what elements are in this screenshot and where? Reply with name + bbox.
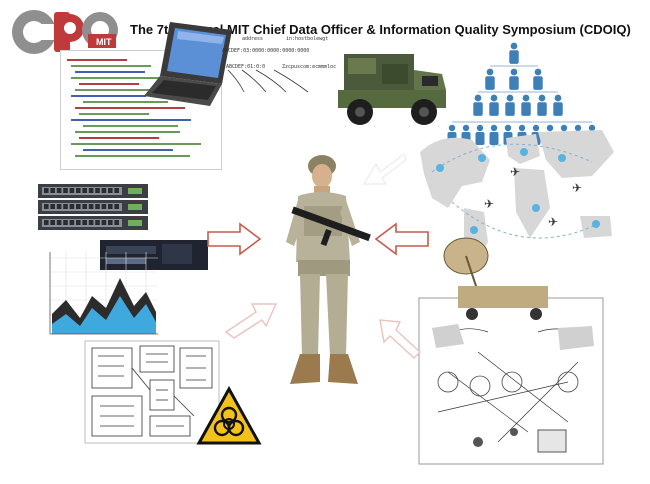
svg-text:✈: ✈ <box>510 165 520 179</box>
org-person-icon <box>509 42 519 64</box>
svg-text:✈: ✈ <box>572 181 582 195</box>
area-chart-image <box>49 252 158 335</box>
slide-title: The 7th Annual MIT Chief Data Officer & … <box>130 22 631 37</box>
arrow-left-to-soldier <box>374 222 429 256</box>
biohazard-sign-image <box>196 386 262 445</box>
svg-text:✈: ✈ <box>548 215 558 229</box>
satellite-comms-diagram-image <box>418 237 604 465</box>
org-person-icon <box>489 94 499 116</box>
svg-text:✈: ✈ <box>484 197 494 211</box>
org-person-icon <box>521 94 531 116</box>
org-person-icon <box>485 68 495 90</box>
address-table-image: address in:hostbolewgt ABCDEF:03:0000:00… <box>222 36 342 96</box>
circuit-schematic-image <box>84 340 220 444</box>
org-person-icon <box>509 68 519 90</box>
rugged-laptop-image <box>144 22 232 106</box>
org-person-icon <box>533 68 543 90</box>
arrow-upright-to-soldier <box>224 303 278 339</box>
org-person-icon <box>475 124 485 145</box>
org-person-icon <box>537 94 547 116</box>
soldier-image <box>286 155 371 384</box>
org-person-icon <box>473 94 483 116</box>
arrow-upleft-to-soldier <box>379 319 422 359</box>
arrow-right-to-soldier <box>207 222 262 256</box>
arrow-downleft-to-soldier <box>362 152 407 185</box>
logo-sub-text: MIT <box>96 37 112 47</box>
org-person-icon <box>489 124 499 145</box>
network-switches-image <box>38 184 208 270</box>
org-person-icon <box>553 94 563 116</box>
cdoiq-logo: MIT <box>12 10 118 54</box>
xml-document-image <box>60 50 222 170</box>
field-radio-vehicle-image <box>338 54 446 125</box>
org-person-icon <box>505 94 515 116</box>
